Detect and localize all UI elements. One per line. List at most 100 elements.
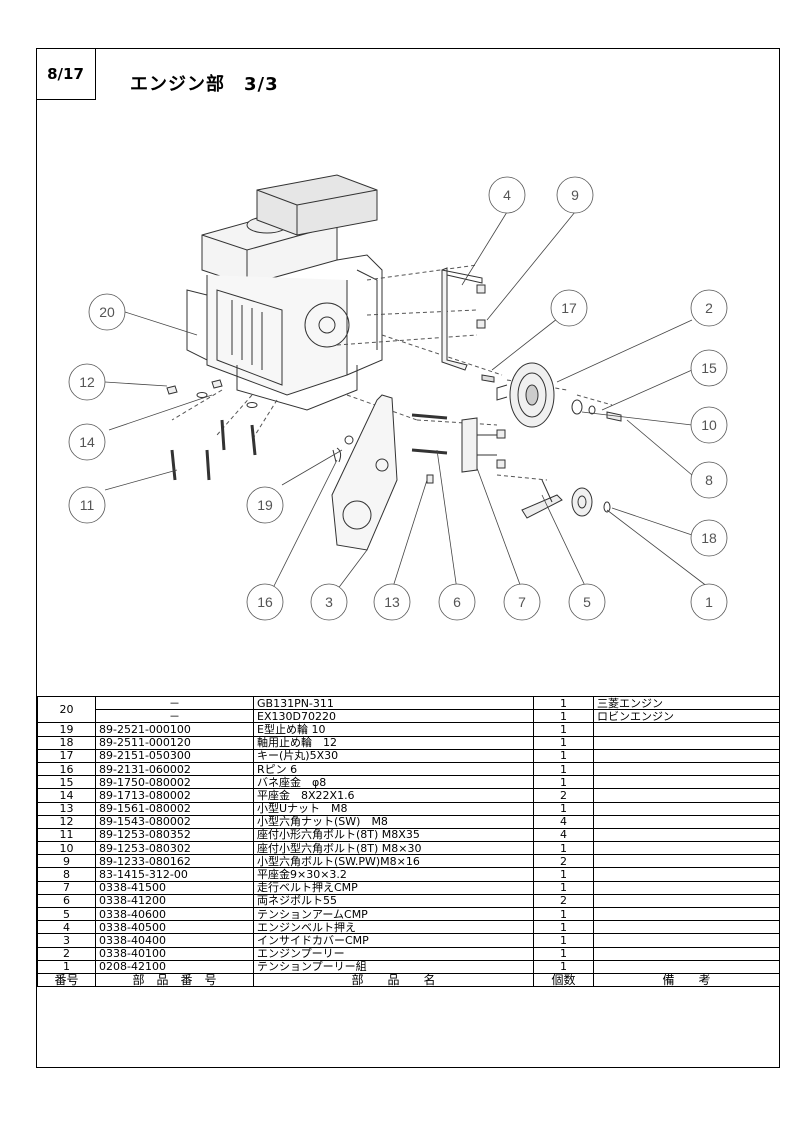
part-name: Rピン 6	[253, 761, 534, 777]
exploded-parts-diagram: 20 12 14 11 4 9 17 2 15 10 8 18 19 16 3 …	[68, 174, 728, 621]
row-number: 15	[37, 775, 96, 790]
callout-16: 16	[257, 594, 273, 610]
header-no: 番号	[37, 972, 96, 988]
part-name: エンジンプーリー	[253, 946, 534, 961]
quantity: 1	[533, 933, 594, 948]
row-number: 11	[37, 827, 96, 843]
remarks	[593, 933, 780, 948]
quantity: 4	[533, 814, 594, 829]
callout-9: 9	[571, 187, 579, 203]
callout-10: 10	[701, 417, 717, 433]
row-number: 13	[37, 801, 96, 816]
row-number: 2	[37, 946, 96, 961]
callout-11: 11	[80, 497, 95, 513]
part-number: 0338-40600	[95, 906, 254, 922]
part-number: 89-1561-080002	[95, 801, 254, 816]
quantity: 1	[533, 709, 594, 724]
page-title: エンジン部 3/3	[130, 74, 279, 95]
part-number: 89-2521-000100	[95, 722, 254, 737]
remarks	[593, 893, 780, 909]
part-number: 0338-40500	[95, 920, 254, 935]
quantity: 4	[533, 827, 594, 843]
remarks	[593, 735, 780, 750]
part-name: 両ネジボルト55	[253, 893, 534, 909]
part-number: 89-1233-080162	[95, 854, 254, 869]
remarks	[593, 788, 780, 803]
quantity: 1	[533, 695, 594, 711]
part-number: 89-1713-080002	[95, 788, 254, 803]
part-number: 89-1253-080352	[95, 827, 254, 843]
table-row-20a: 20 － GB131PN-311 1 三菱エンジン	[37, 695, 780, 724]
remarks	[593, 761, 780, 777]
part-number: －	[95, 695, 254, 711]
row-number: 1	[37, 959, 96, 974]
remarks	[593, 906, 780, 922]
page-number: 8/17	[36, 48, 96, 100]
remarks	[593, 946, 780, 961]
engine-illustration	[186, 174, 383, 411]
remarks	[593, 854, 780, 869]
part-number: 89-2131-060002	[95, 761, 254, 777]
part-number: 0338-40100	[95, 946, 254, 961]
part-name: 平座金 8X22X1.6	[253, 788, 534, 803]
callout-3: 3	[325, 594, 333, 610]
remarks	[593, 827, 780, 843]
row-number: 12	[37, 814, 96, 829]
part-number: 83-1415-312-00	[95, 867, 254, 882]
part-name: EX130D70220	[253, 709, 534, 724]
remarks	[593, 959, 780, 974]
part-number: －	[95, 709, 254, 724]
part-name: エンジンベルト押え	[253, 920, 534, 935]
callout-4: 4	[503, 187, 511, 203]
row-number: 6	[37, 893, 96, 909]
part-name: 小型Uナット M8	[253, 801, 534, 816]
part-name: 小型六角ナット(SW) M8	[253, 814, 534, 829]
callout-19: 19	[257, 497, 273, 513]
quantity: 1	[533, 920, 594, 935]
row-number: 4	[37, 920, 96, 935]
part-name: E型止め輪 10	[253, 722, 534, 737]
callout-8: 8	[705, 472, 713, 488]
remarks	[593, 841, 780, 856]
remarks: ロビンエンジン	[593, 709, 780, 724]
callout-12: 12	[79, 374, 95, 390]
remarks	[593, 920, 780, 935]
quantity: 1	[533, 959, 594, 974]
table-row-20b: － EX130D70220 1 ロビンエンジン	[38, 709, 780, 724]
quantity: 1	[533, 722, 594, 737]
quantity: 1	[533, 906, 594, 922]
quantity: 1	[533, 880, 594, 895]
row-number: 8	[37, 867, 96, 882]
callout-7: 7	[518, 594, 526, 610]
part-name: キー(片丸)5X30	[253, 748, 534, 763]
part-number: 89-1750-080002	[95, 775, 254, 790]
callout-1: 1	[705, 594, 713, 610]
part-number: 0338-41500	[95, 880, 254, 895]
part-number: 0208-42100	[95, 959, 254, 974]
row-number: 9	[37, 854, 96, 869]
quantity: 2	[533, 893, 594, 909]
quantity: 1	[533, 841, 594, 856]
remarks: 三菱エンジン	[593, 695, 780, 711]
callout-14: 14	[79, 434, 95, 450]
row-number: 16	[37, 761, 96, 777]
part-number: 89-2151-050300	[95, 748, 254, 763]
callout-15: 15	[701, 360, 717, 376]
remarks	[593, 867, 780, 882]
